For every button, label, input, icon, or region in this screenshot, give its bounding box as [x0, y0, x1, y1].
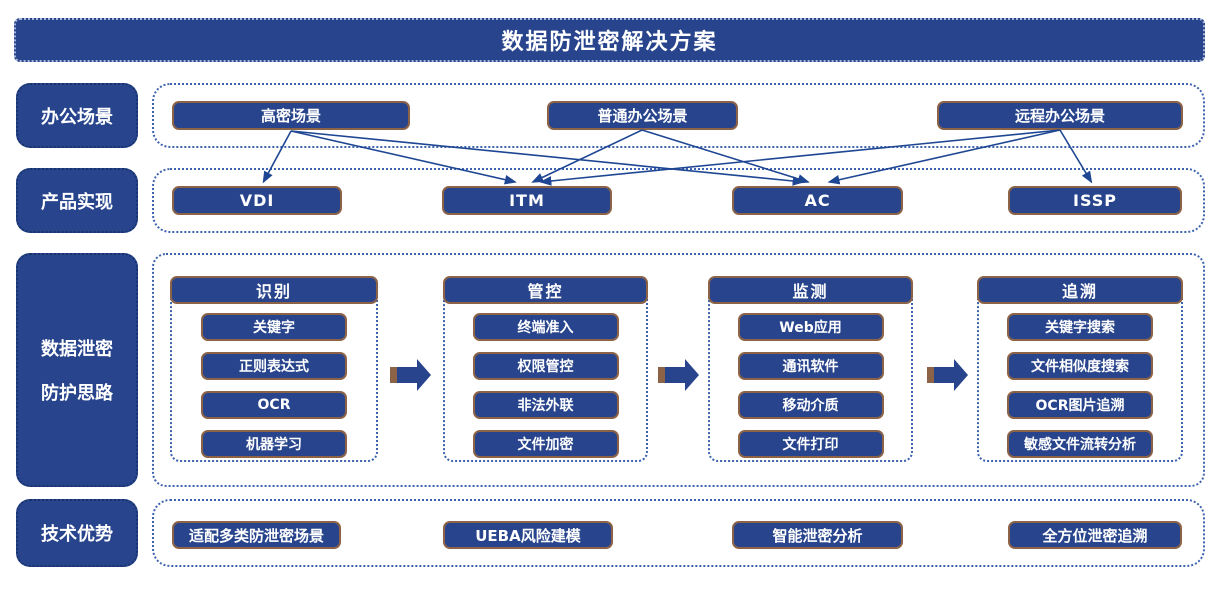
group-item: 关键字搜索: [1007, 313, 1153, 341]
advantage-box-analysis: 智能泄密分析: [732, 521, 903, 549]
protection-group-control: 管控 终端准入 权限管控 非法外联 文件加密: [443, 276, 648, 462]
group-item: 通讯软件: [737, 352, 884, 380]
advantage-box-ueba: UEBA风险建模: [443, 521, 613, 549]
group-header: 监测: [708, 276, 913, 304]
advantage-box-scenarios: 适配多类防泄密场景: [172, 521, 341, 549]
group-item: OCR图片追溯: [1007, 391, 1153, 419]
group-header: 识别: [170, 276, 378, 304]
group-item: 正则表达式: [201, 352, 347, 380]
group-item: Web应用: [737, 313, 884, 341]
flow-arrow-icon: [658, 359, 699, 391]
group-item: 敏感文件流转分析: [1007, 430, 1153, 458]
group-item: 非法外联: [472, 391, 619, 419]
protection-group-trace: 追溯 关键字搜索 文件相似度搜索 OCR图片追溯 敏感文件流转分析: [977, 276, 1183, 462]
side-label-text: 技术优势: [41, 524, 113, 545]
group-item: 机器学习: [201, 430, 347, 458]
group-item: 移动介质: [737, 391, 884, 419]
page-title: 数据防泄密解决方案: [14, 18, 1205, 62]
product-box-issp: ISSP: [1008, 186, 1182, 215]
protection-group-monitor: 监测 Web应用 通讯软件 移动介质 文件打印: [708, 276, 913, 462]
advantages-frame: [152, 499, 1205, 567]
group-item: 权限管控: [472, 352, 619, 380]
group-item: 文件加密: [472, 430, 619, 458]
side-label-text-line2: 防护思路: [41, 383, 113, 404]
protection-group-identify: 识别 关键字 正则表达式 OCR 机器学习: [170, 276, 378, 462]
scenario-box-normal-office: 普通办公场景: [547, 101, 738, 130]
group-item: 关键字: [201, 313, 347, 341]
side-label-text: 办公场景: [41, 106, 113, 128]
flow-arrow-icon: [390, 359, 431, 391]
side-label-protection: 数据泄密 防护思路: [16, 253, 138, 487]
side-label-products: 产品实现: [16, 168, 138, 233]
product-box-vdi: VDI: [172, 186, 342, 215]
group-header: 追溯: [977, 276, 1183, 304]
product-box-itm: ITM: [442, 186, 612, 215]
side-label-scenarios: 办公场景: [16, 83, 138, 148]
product-box-ac: AC: [732, 186, 903, 215]
group-item: OCR: [201, 391, 347, 419]
side-label-text: 产品实现: [41, 191, 113, 213]
group-item: 文件打印: [737, 430, 884, 458]
advantage-box-trace: 全方位泄密追溯: [1008, 521, 1182, 549]
group-item: 终端准入: [472, 313, 619, 341]
side-label-text-line1: 数据泄密: [41, 339, 113, 360]
group-item: 文件相似度搜索: [1007, 352, 1153, 380]
group-header: 管控: [443, 276, 648, 304]
flow-arrow-icon: [927, 359, 968, 391]
scenario-box-high-security: 高密场景: [172, 101, 410, 130]
scenario-box-remote-office: 远程办公场景: [937, 101, 1183, 130]
side-label-advantages: 技术优势: [16, 499, 138, 567]
protection-frame: [152, 253, 1205, 487]
